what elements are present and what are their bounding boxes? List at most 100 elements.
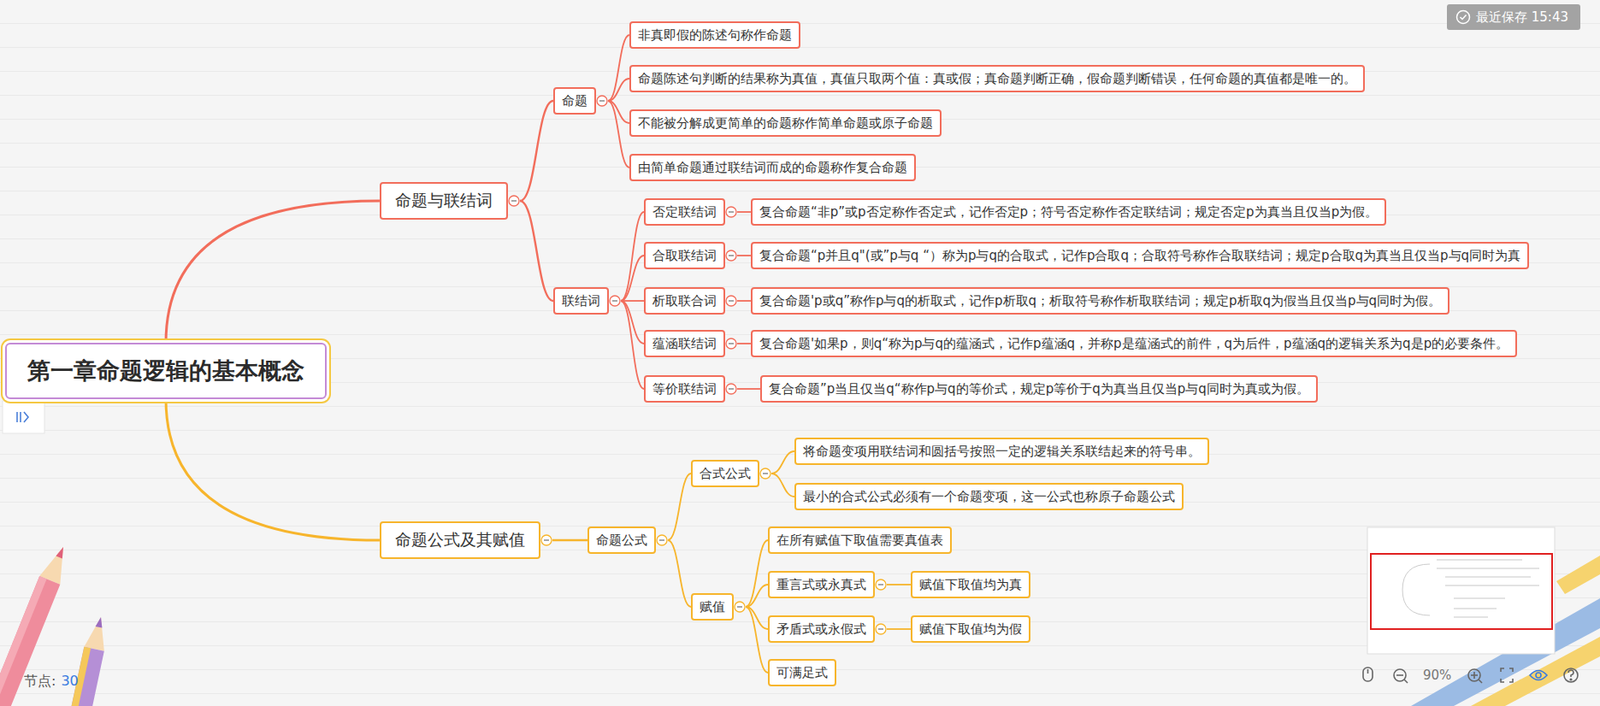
branch-line [667,540,691,608]
branch-line [165,399,380,541]
branch-line [552,539,588,542]
count-caption: 节点: [23,673,56,690]
topic-box: 复合命题“p并且q"(或”p与q “）称为p与q的合取式，记作p合取q；合取符号… [750,242,1530,270]
topic-box: 赋值下取值均为假 [910,615,1031,644]
save-status: 最近保存 15:43 [1446,4,1581,30]
branch-line [165,200,380,343]
node-count-value: 30 [60,673,78,690]
topic-box: 由简单命题通过联结词而成的命题称作复合命题 [629,153,916,182]
topic-text: 合取联结词 [652,247,717,265]
topic-box: 最小的合式公式必须有一个命题变项，这一公式也称原子命题公式 [794,483,1184,511]
collapse-toggle [726,250,737,261]
topic-box: 赋值 [690,593,734,621]
topic-box: 蕴涵联结词 [643,330,726,358]
topic-box: 不能被分解成更简单的命题称作简单命题或原子命题 [629,109,942,137]
topic-box: 联结词 [553,287,609,315]
topic-text: 可满足式 [776,664,828,682]
save-time: 最近保存 15:43 [1476,9,1569,25]
topic-text: 非真即假的陈述句称作命题 [637,26,792,44]
root-topic: 第一章命题逻辑的基本概念 [5,342,327,400]
collapse-toggle [726,295,737,307]
topic-text: 复合命题“非p”或p否定称作否定式，记作否定p；符号否定称作否定联结词；规定否定… [759,203,1378,221]
topic-box: 非真即假的陈述句称作命题 [629,21,801,49]
topic-text: 最小的合式公式必须有一个命题变项，这一公式也称原子命题公式 [802,488,1175,506]
topic-box: 否定联结词 [643,198,726,226]
topic-box: 命题陈述句判断的结果称为真值，真值只取两个值：真或假；真命题判断正确，假命题判断… [629,64,1365,93]
collapse-toggle [726,206,737,218]
collapse-toggle [609,295,620,307]
branch-line [737,254,751,257]
collapse-toggle [726,383,737,395]
topic-text: 命题 [561,92,588,110]
topic-box: 矛盾式或永假式 [767,615,875,644]
topic-box: 合取联结词 [643,242,726,270]
topic-text: 赋值下取值均为真 [919,576,1022,594]
branch-line [745,607,768,674]
collapse-toggle [596,95,608,107]
topic-text: 命题与联结词 [395,189,493,213]
topic-box: 可满足式 [767,659,837,687]
topic-text: 赋值 [699,598,726,616]
topic-text: 复合命题“p并且q"(或”p与q “）称为p与q的合取式，记作p合取q；合取符号… [759,247,1521,265]
branch-line [886,628,911,631]
branch-line [771,451,795,474]
topic-text: 命题公式 [596,531,648,550]
collapse-toggle [875,579,886,591]
topic-text: 命题陈述句判断的结果称为真值，真值只取两个值：真或假；真命题判断正确，假命题判断… [637,70,1357,88]
topic-box: 析取联合词 [643,287,726,315]
topic-text: 复合命题'如果p，则q“称为p与q的蕴涵式，记作p蕴涵q，并称p是蕴涵式的前件，… [759,335,1509,353]
topic-box: 合式公式 [690,460,760,488]
collapse-toggle [734,602,745,613]
topic-text: 复合命题'p或q”称作p与q的析取式，记作p析取q；析取符号称作析取联结词；规定… [759,292,1441,310]
branch-line [519,200,554,302]
collapse-toggle [760,468,771,479]
pencil-purple [55,615,112,706]
topic-box: 等价联结词 [643,375,726,403]
branch-line [620,301,644,390]
branch-topic: 命题公式及其赋值 [379,521,541,560]
branch-topic: 命题与联结词 [379,182,508,220]
topic-text: 在所有赋值下取值需要真值表 [776,531,944,550]
topic-box: 复合命题“非p”或p否定称作否定式，记作否定p；符号否定称作否定联结词；规定否定… [750,198,1387,226]
topic-box: 复合命题'如果p，则q“称为p与q的蕴涵式，记作p蕴涵q，并称p是蕴涵式的前件，… [750,330,1518,358]
topic-box: 赋值下取值均为真 [910,571,1031,599]
zoom-level: 90% [1422,667,1452,684]
topic-text: 赋值下取值均为假 [919,620,1022,638]
topic-text: 否定联结词 [652,203,717,221]
toolbar-icons [1363,667,1578,684]
branch-line [737,300,751,302]
branch-line [737,211,751,213]
topic-box: 复合命题”p当且仅当q“称作p与q的等价式，规定p等价于q为真当且仅当p与q同时… [760,375,1318,403]
zoom-text: 90% [1422,667,1452,684]
branch-line [620,255,644,302]
minimap [1367,527,1555,655]
collapse-toggle [875,624,886,635]
topic-text: 等价联结词 [652,380,717,398]
collapse-toggle [508,195,520,207]
branch-line [620,212,644,302]
stripe-yellow-top [1556,555,1600,595]
topic-text: 重言式或永真式 [776,576,867,594]
collapse-toggle [656,535,668,546]
topic-box: 重言式或永真式 [767,571,875,599]
topic-box: 命题 [553,87,597,115]
branch-line [608,35,630,101]
topic-box: 复合命题'p或q”称作p与q的析取式，记作p析取q；析取符号称作析取联结词；规定… [750,287,1450,315]
topic-text: 命题公式及其赋值 [395,529,526,552]
expand-icon [2,401,45,434]
topic-box: 命题公式 [587,526,656,555]
collapse-toggle [541,535,552,546]
branch-line [886,584,911,586]
branch-line [737,388,761,390]
branch-line [519,100,554,201]
topic-text: 联结词 [561,292,601,310]
collapse-toggle [726,338,737,349]
branch-line [737,342,751,345]
topic-text: 矛盾式或永假式 [776,620,867,638]
topic-text: 不能被分解成更简单的命题称作简单命题或原子命题 [637,114,933,132]
branch-line [771,473,795,497]
topic-text: 第一章命题逻辑的基本概念 [27,355,305,387]
topic-box: 将命题变项用联结词和圆括号按照一定的逻辑关系联结起来的符号串。 [794,437,1210,466]
branch-line [608,78,630,101]
branch-line [745,540,768,608]
